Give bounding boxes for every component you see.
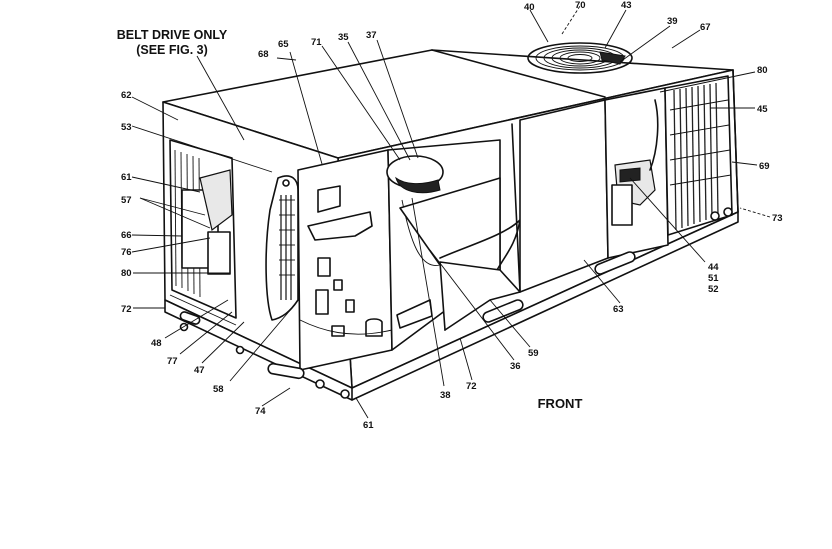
leader-lines <box>131 5 771 419</box>
callout-39: 39 <box>667 16 678 27</box>
callout-45: 45 <box>757 104 768 115</box>
rooftop-unit-body <box>162 42 739 401</box>
callout-53: 53 <box>121 122 132 133</box>
callout-51: 51 <box>708 273 719 284</box>
base-slots <box>179 207 733 399</box>
callout-72-bottom: 72 <box>466 381 477 392</box>
callout-74: 74 <box>255 406 266 417</box>
callout-35: 35 <box>338 32 349 43</box>
callout-66: 66 <box>121 230 132 241</box>
callout-57: 57 <box>121 195 132 206</box>
callout-80-right: 80 <box>757 65 768 76</box>
condenser-fan-grille <box>527 42 633 74</box>
callout-43: 43 <box>621 0 632 11</box>
callout-69: 69 <box>759 161 770 172</box>
callout-71: 71 <box>311 37 322 48</box>
callout-36: 36 <box>510 361 521 372</box>
callout-72-left: 72 <box>121 304 132 315</box>
callout-labels: 62 53 61 57 66 76 80 72 48 77 47 58 74 6… <box>121 0 783 431</box>
callout-67: 67 <box>700 22 711 33</box>
caption-line-2: (SEE FIG. 3) <box>136 43 208 57</box>
callout-48: 48 <box>151 338 162 349</box>
callout-65: 65 <box>278 39 289 50</box>
callout-76: 76 <box>121 247 132 258</box>
callout-52: 52 <box>708 284 719 295</box>
callout-61-bottom: 61 <box>363 420 374 431</box>
callout-59: 59 <box>528 348 539 359</box>
front-label: FRONT <box>538 396 583 411</box>
callout-58: 58 <box>213 384 224 395</box>
callout-80-left: 80 <box>121 268 132 279</box>
callout-62: 62 <box>121 90 132 101</box>
callout-44: 44 <box>708 262 719 273</box>
callout-38: 38 <box>440 390 451 401</box>
caption-line-1: BELT DRIVE ONLY <box>117 28 228 42</box>
callout-47: 47 <box>194 365 205 376</box>
callout-61-left: 61 <box>121 172 132 183</box>
callout-37: 37 <box>366 30 377 41</box>
condenser-coil <box>669 82 732 231</box>
callout-77: 77 <box>167 356 178 367</box>
callout-70: 70 <box>575 0 586 11</box>
access-panel-63 <box>519 99 609 293</box>
callout-63: 63 <box>613 304 624 315</box>
callout-40: 40 <box>524 2 535 13</box>
callout-68: 68 <box>258 49 269 60</box>
callout-73: 73 <box>772 213 783 224</box>
